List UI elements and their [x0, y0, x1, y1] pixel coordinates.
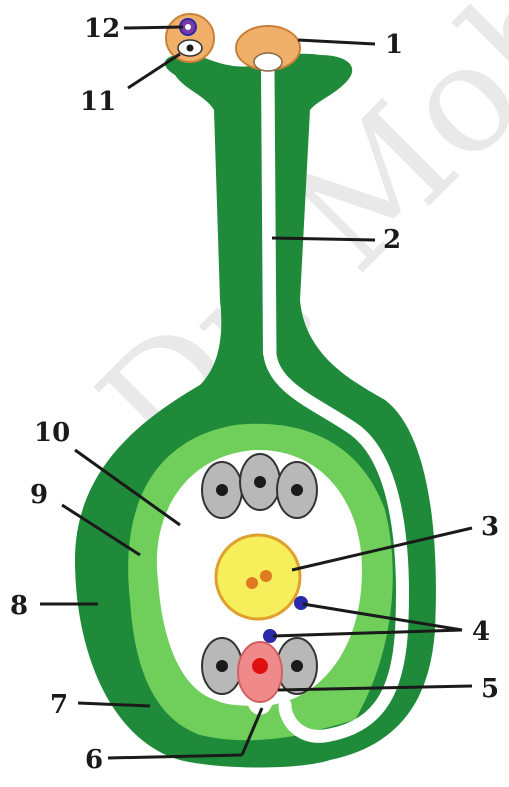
label-1: 1: [385, 30, 403, 60]
label-7: 7: [50, 690, 68, 720]
pollen-grain-germinating: [236, 26, 300, 71]
leader-1: [298, 40, 375, 44]
label-2: 2: [383, 225, 401, 255]
label-11: 11: [80, 87, 116, 117]
label-9: 9: [30, 480, 48, 510]
label-4: 4: [472, 617, 490, 647]
label-10: 10: [34, 418, 70, 448]
label-12: 12: [84, 14, 120, 44]
antipodal-cells: [202, 454, 317, 518]
label-3: 3: [481, 512, 499, 542]
pollen-grain: [166, 14, 214, 62]
pollen-tube-outline: [263, 70, 265, 355]
polar-nuclei: [216, 535, 300, 619]
egg-apparatus: [202, 638, 317, 702]
leader-2: [272, 238, 375, 240]
label-8: 8: [10, 591, 28, 621]
label-6: 6: [85, 745, 103, 775]
leader-12: [124, 27, 183, 28]
label-5: 5: [481, 674, 499, 704]
